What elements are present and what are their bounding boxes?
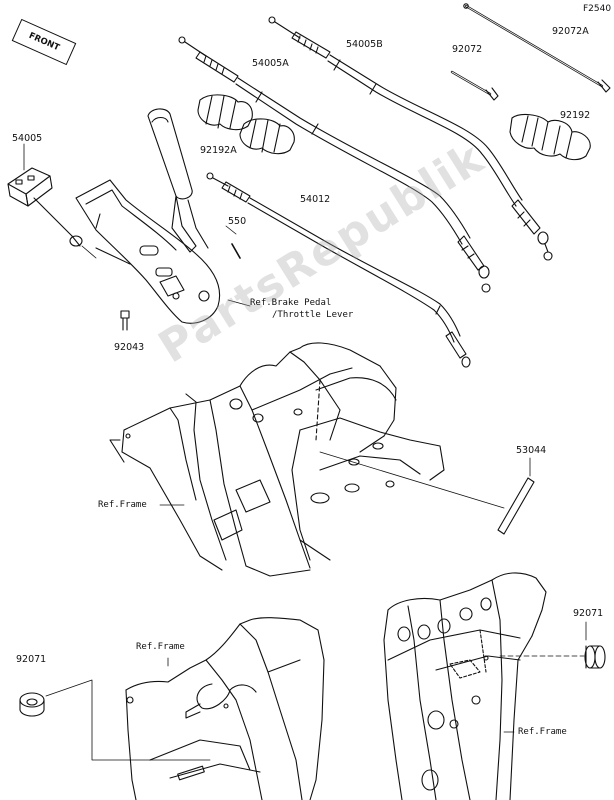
label-92071-left[interactable]: 92071 bbox=[16, 654, 47, 665]
diagram-code: F2540 bbox=[583, 4, 612, 14]
boot-92192[interactable] bbox=[509, 113, 591, 161]
frame-bottom-left bbox=[125, 617, 325, 800]
ref-brake-pedal: Ref.Brake Pedal bbox=[250, 298, 332, 308]
label-92192A[interactable]: 92192A bbox=[200, 145, 237, 156]
ref-frame-left: Ref.Frame bbox=[136, 642, 185, 652]
label-54005B[interactable]: 54005B bbox=[346, 39, 383, 50]
label-92072[interactable]: 92072 bbox=[452, 44, 483, 55]
cable-54012[interactable] bbox=[206, 172, 471, 368]
label-54005A[interactable]: 54005A bbox=[252, 58, 289, 69]
ref-frame-center: Ref.Frame bbox=[98, 500, 147, 510]
cable-54005B[interactable] bbox=[268, 16, 553, 261]
label-54012[interactable]: 54012 bbox=[300, 194, 331, 205]
ref-frame-right: Ref.Frame bbox=[518, 727, 567, 737]
frame-center bbox=[109, 342, 445, 577]
cable-tie-92072A[interactable] bbox=[463, 3, 611, 93]
label-550[interactable]: 550 bbox=[228, 216, 247, 227]
cable-54005A[interactable] bbox=[178, 36, 491, 293]
label-92071-right[interactable]: 92071 bbox=[573, 608, 604, 619]
switch-54005[interactable] bbox=[7, 167, 83, 247]
label-92072A[interactable]: 92072A bbox=[552, 26, 589, 37]
ref-throttle-lever: /Throttle Lever bbox=[272, 310, 354, 320]
grommet-92071-right[interactable] bbox=[584, 645, 606, 669]
cable-tie-92072[interactable] bbox=[450, 70, 499, 101]
label-54005[interactable]: 54005 bbox=[12, 133, 43, 144]
throttle-lever-assembly[interactable] bbox=[75, 108, 241, 331]
seal-53044[interactable] bbox=[497, 477, 535, 535]
label-92043[interactable]: 92043 bbox=[114, 342, 145, 353]
frame-bottom-right bbox=[383, 572, 547, 800]
grommet-92071-left[interactable] bbox=[19, 692, 45, 717]
label-53044[interactable]: 53044 bbox=[516, 445, 547, 456]
boot-92192A[interactable] bbox=[197, 94, 295, 155]
label-92192[interactable]: 92192 bbox=[560, 110, 591, 121]
